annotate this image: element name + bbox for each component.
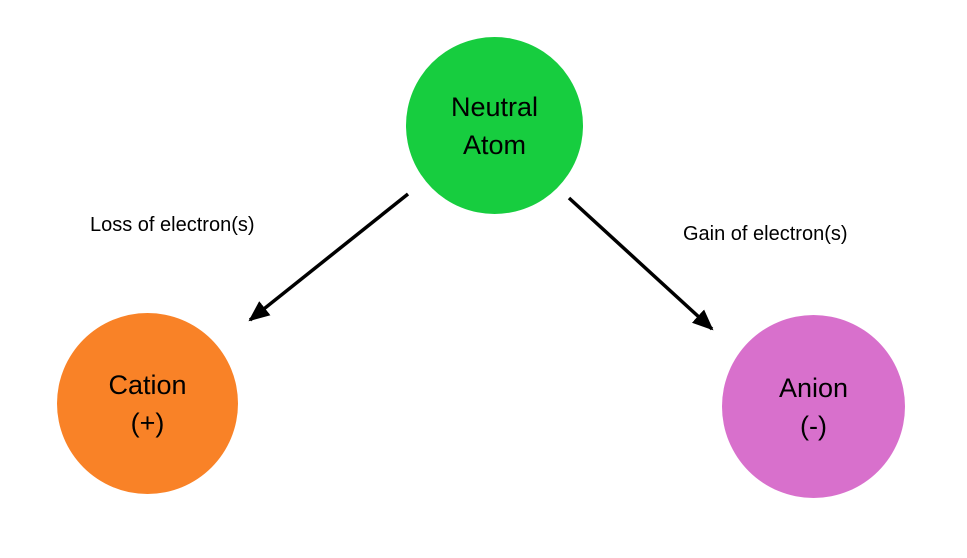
node-cation: Cation (+)	[57, 313, 238, 494]
node-cation-label-line2: (+)	[130, 407, 165, 438]
loss-arrow	[248, 192, 410, 322]
loss-arrow-label: Loss of electron(s)	[90, 214, 255, 236]
node-neutral-atom-label-line1: Neutral	[450, 91, 539, 122]
node-neutral-atom: Neutral Atom	[406, 37, 583, 214]
gain-arrow-label: Gain of electron(s)	[683, 223, 848, 245]
node-neutral-atom-label-line2: Atom	[462, 129, 527, 160]
node-anion-label-line2: (-)	[800, 410, 827, 441]
gain-arrow	[567, 196, 714, 331]
node-anion-label-line1: Anion	[778, 372, 849, 403]
node-cation-label-line1: Cation	[108, 369, 187, 400]
node-anion: Anion (-)	[722, 315, 905, 498]
